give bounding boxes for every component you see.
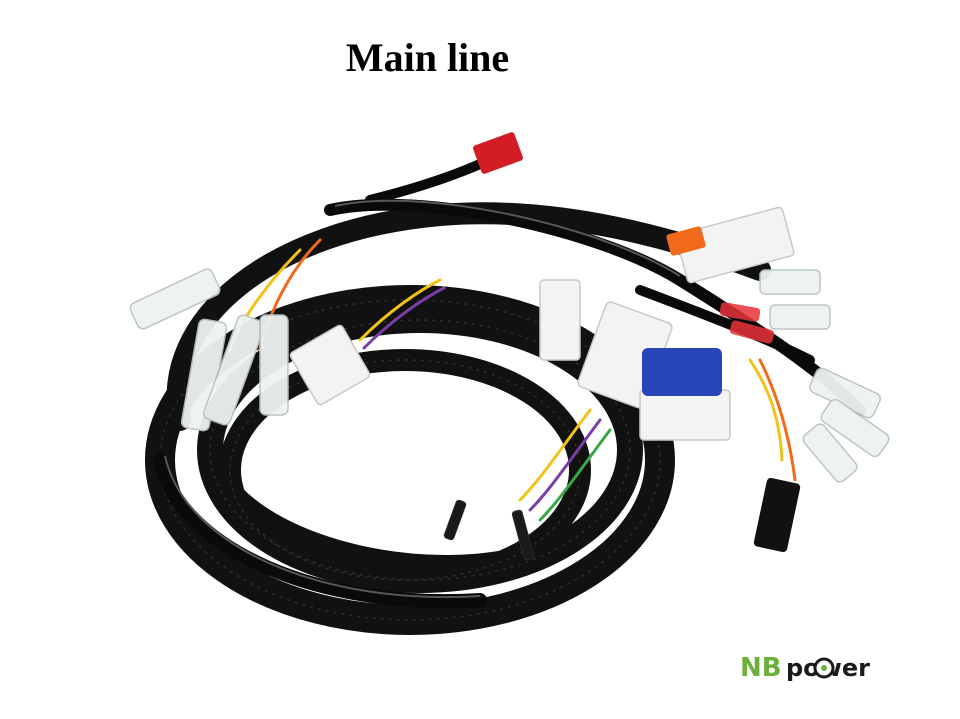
logo-nb-text: NB xyxy=(740,653,782,683)
gear-icon xyxy=(813,657,835,679)
wire-harness-photo xyxy=(129,132,890,635)
orange-connector xyxy=(666,226,706,256)
translucent-terminals xyxy=(129,268,890,483)
red-terminal-sleeves xyxy=(719,302,775,344)
cable-sheen xyxy=(164,199,681,598)
blue-component xyxy=(642,348,722,396)
white-connectors xyxy=(289,206,795,441)
nbpower-logo: NB power xyxy=(740,653,870,683)
black-connector xyxy=(753,477,801,553)
red-connector xyxy=(473,132,523,174)
page-title: Main line xyxy=(345,35,510,80)
cable-ties xyxy=(443,499,535,561)
colored-wires xyxy=(228,238,797,522)
